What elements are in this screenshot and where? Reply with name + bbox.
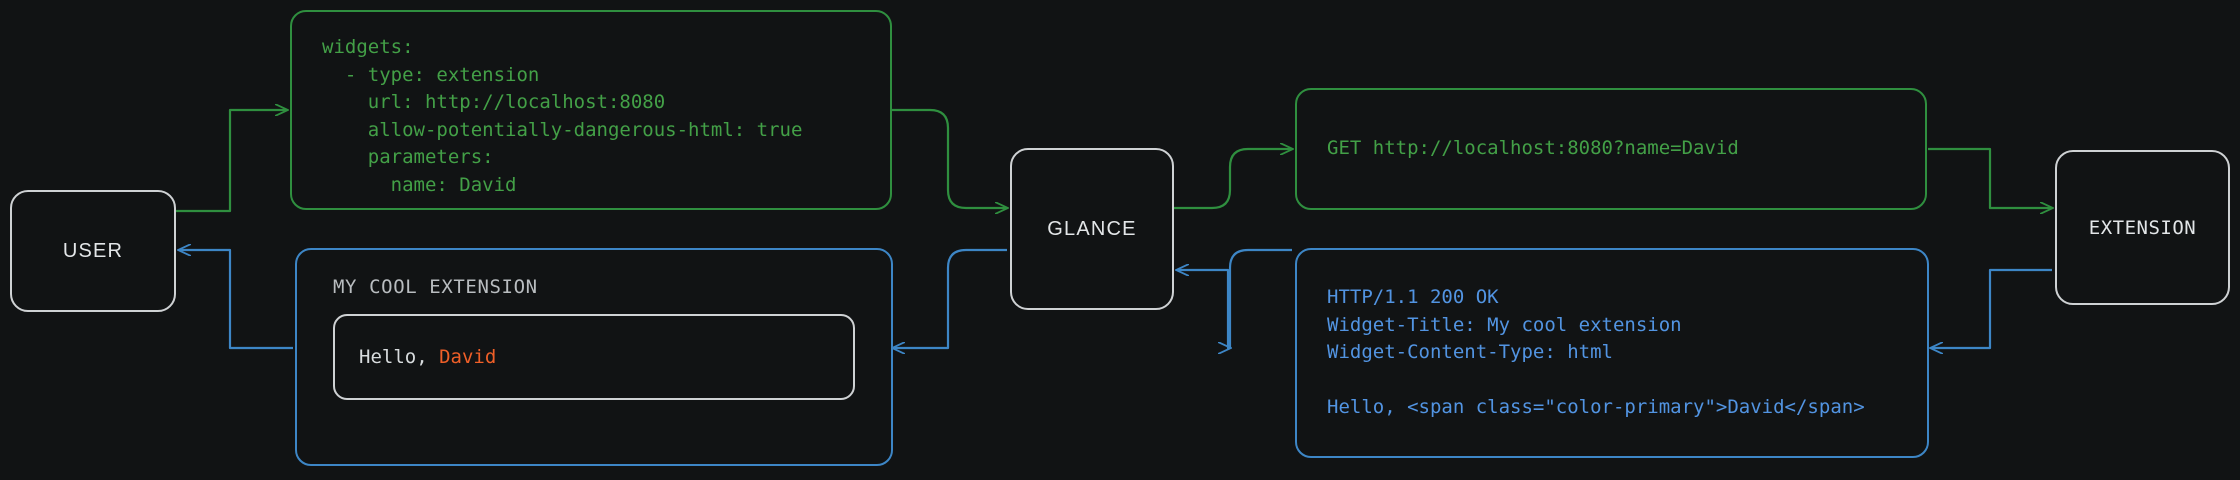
http-get-request-code: GET http://localhost:8080?name=David	[1327, 137, 1739, 160]
http-response-box: HTTP/1.1 200 OK Widget-Title: My cool ex…	[1295, 248, 1929, 458]
node-user-label: USER	[62, 239, 124, 262]
node-glance[interactable]: GLANCE	[1010, 148, 1174, 310]
edge-response-to-glance	[1230, 248, 1292, 348]
edge-request-to-extension	[1928, 147, 2052, 208]
glance-yaml-config-code: widgets: - type: extension url: http://l…	[322, 36, 803, 196]
edge-glance-to-request	[1174, 149, 1292, 210]
http-response-code: HTTP/1.1 200 OK Widget-Title: My cool ex…	[1327, 286, 1865, 419]
widget-title: MY COOL EXTENSION	[333, 276, 538, 298]
edge-glance-inbound	[1177, 270, 1230, 350]
edge-config-to-glance	[892, 108, 1007, 208]
node-user[interactable]: USER	[10, 190, 176, 312]
widget-content-card: Hello, David	[333, 314, 855, 400]
node-extension[interactable]: EXTENSION	[2055, 150, 2230, 305]
edge-widget-to-user	[179, 250, 293, 350]
http-get-request-box: GET http://localhost:8080?name=David	[1295, 88, 1927, 210]
node-extension-label: EXTENSION	[2088, 216, 2197, 239]
widget-greeting-name: David	[439, 346, 497, 368]
widget-greeting-prefix: Hello,	[359, 346, 440, 368]
edge-glance-to-widget	[893, 248, 1007, 348]
glance-yaml-config-box: widgets: - type: extension url: http://l…	[290, 10, 892, 210]
node-glance-label: GLANCE	[1047, 217, 1137, 240]
edge-user-to-config	[176, 110, 287, 213]
edge-extension-to-response	[1931, 268, 2052, 348]
rendered-widget-preview-box: MY COOL EXTENSION Hello, David	[295, 248, 893, 466]
